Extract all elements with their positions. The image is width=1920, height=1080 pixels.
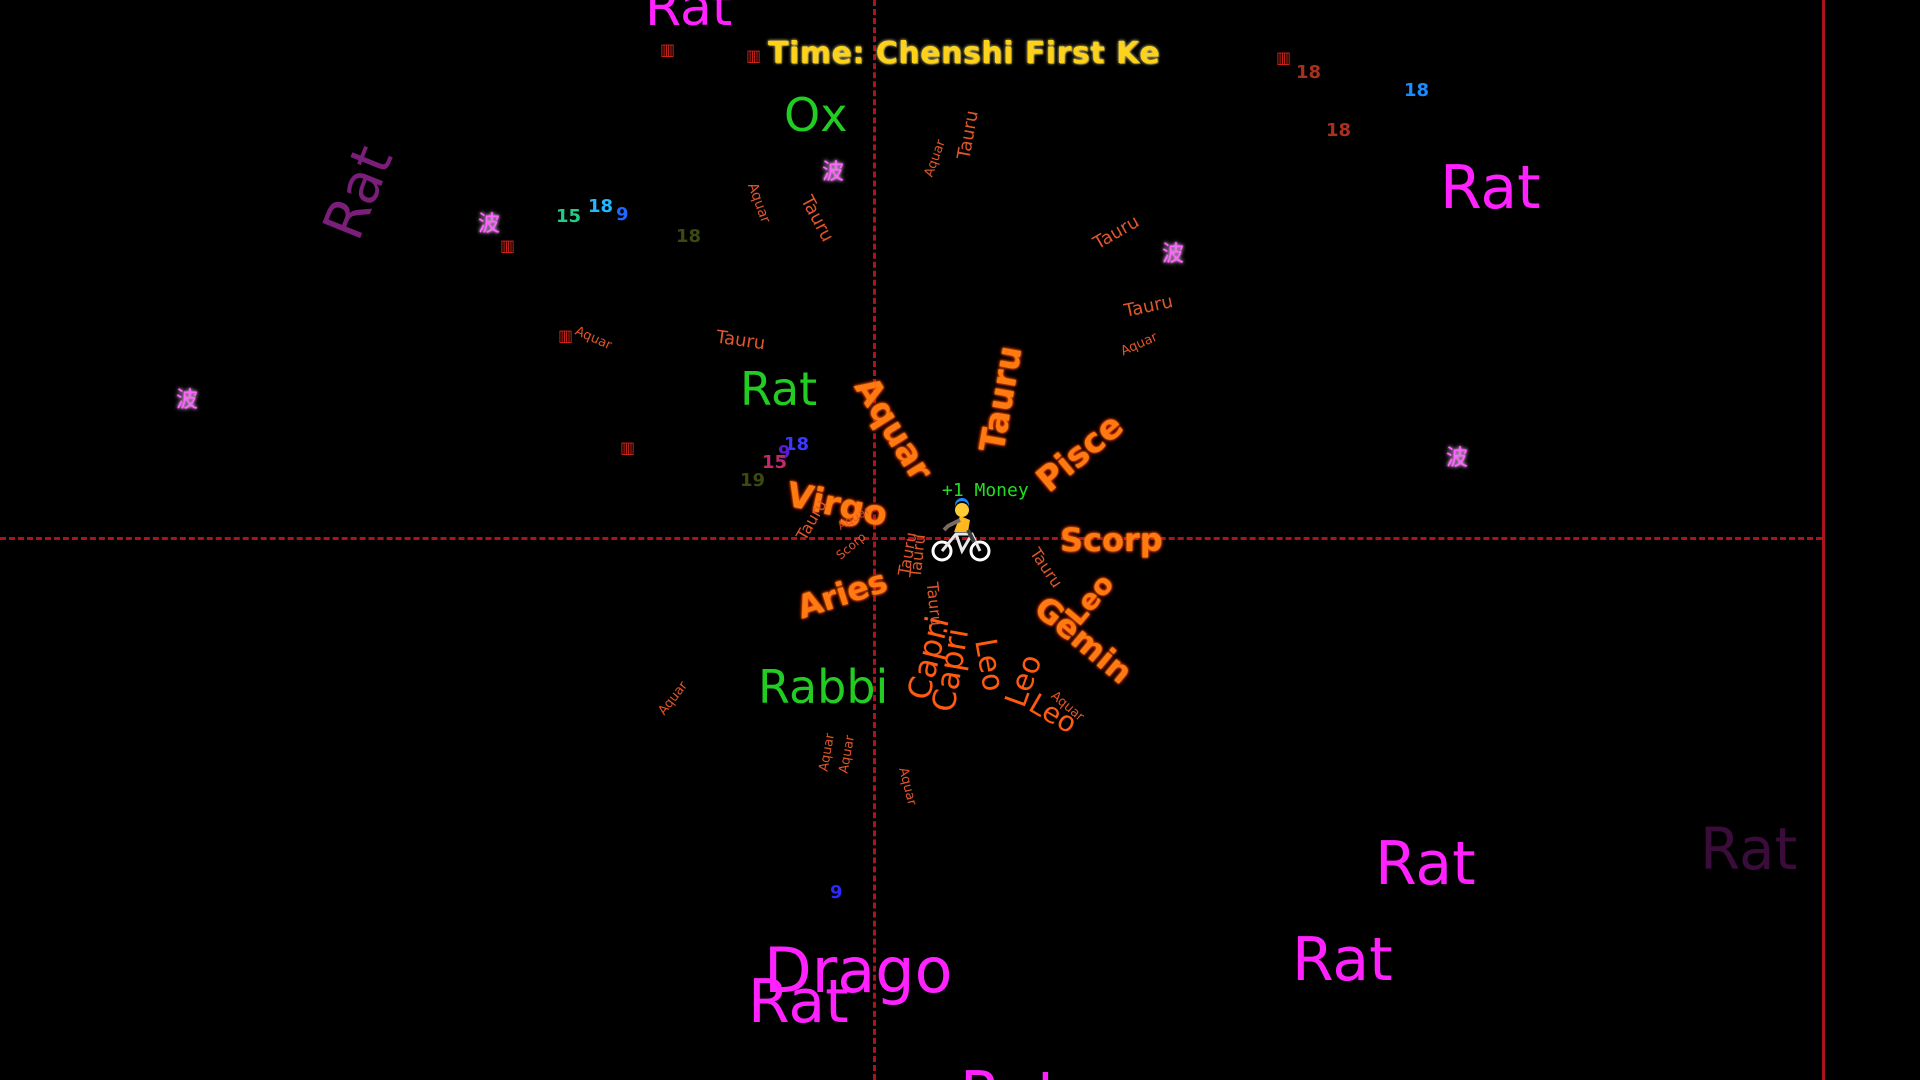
wave-token: 波 [176, 388, 199, 413]
sign-keyword-small: Aquar [744, 180, 774, 226]
sign-keyword-small: Aquar [572, 323, 614, 354]
number-token: 18 [588, 196, 614, 217]
horizontal-axis-line [0, 537, 1822, 540]
sign-keyword-small: Tauru [922, 581, 947, 627]
number-token: 9 [616, 204, 629, 225]
zodiac-label: Rat [960, 1064, 1061, 1080]
number-token: 18 [1404, 80, 1430, 101]
sign-keyword-small: Tauru [714, 326, 767, 355]
zodiac-label: Rat [1375, 829, 1476, 899]
sign-keyword: Leo [967, 635, 1011, 695]
sign-keyword-small: Aquar [895, 766, 920, 807]
number-token: 15 [556, 206, 582, 227]
wave-token: 波 [1162, 242, 1185, 267]
zodiac-label: Rat [310, 137, 407, 249]
sign-keyword-small: Tauru [1122, 291, 1175, 322]
zodiac-label: Rat [748, 967, 849, 1037]
number-token: 18 [676, 226, 702, 247]
sign-keyword: Tauru [972, 342, 1031, 456]
zodiac-label: Rat [645, 0, 733, 38]
coin-icon: ▥ [746, 46, 762, 65]
sign-keyword: Aries [792, 561, 892, 627]
money-popup: +1 Money [942, 480, 1029, 501]
world-boundary-line [1822, 0, 1825, 1080]
sign-keyword-small: Aquar [836, 734, 858, 775]
sign-keyword-small: Tauru [796, 192, 838, 246]
wave-token: 波 [1446, 446, 1469, 471]
coin-icon: ▥ [500, 236, 516, 255]
number-token: 9 [830, 882, 843, 903]
wave-token: 波 [822, 160, 845, 185]
sign-keyword-small: Aquar [816, 732, 838, 773]
sign-keyword-small: Scorp [833, 529, 869, 563]
zodiac-label: Rat [740, 362, 818, 416]
bicycle-rider-icon [931, 498, 991, 562]
time-display: Time: Chenshi First Ke [768, 36, 1161, 71]
zodiac-label: Rabbi [758, 660, 889, 714]
sign-keyword: Aquar [845, 369, 941, 489]
zodiac-label: Drago [764, 934, 953, 1007]
number-token: 18 [1326, 120, 1352, 141]
sign-keyword-small: Tauru [953, 108, 983, 161]
zodiac-label: Rat [1292, 925, 1393, 995]
sign-keyword: Scorp [1060, 521, 1163, 559]
coin-icon: ▥ [558, 326, 574, 345]
number-token: 18 [784, 434, 810, 455]
player-character [928, 496, 994, 566]
vertical-axis-line [873, 0, 876, 1080]
number-token: 18 [1296, 62, 1322, 83]
number-token: 19 [740, 470, 766, 491]
sign-keyword: Pisce [1028, 405, 1132, 501]
zodiac-label: Ox [784, 88, 848, 142]
sign-keyword-small: Tauru [905, 533, 930, 579]
sign-keyword-small: Tauru [1089, 211, 1143, 254]
zodiac-label: Rat [1700, 815, 1798, 883]
coin-icon: ▥ [620, 438, 636, 457]
sign-keyword-small: Aquar [921, 137, 949, 180]
coin-icon: ▥ [660, 40, 676, 59]
zodiac-label: Rat [1440, 153, 1541, 223]
number-token: 9 [778, 442, 791, 463]
number-token: 15 [762, 452, 788, 473]
coin-icon: ▥ [1276, 48, 1292, 67]
sign-keyword-small: Aquar [655, 678, 691, 719]
sign-keyword-small: Aquar [1118, 329, 1160, 360]
wave-token: 波 [478, 212, 501, 237]
